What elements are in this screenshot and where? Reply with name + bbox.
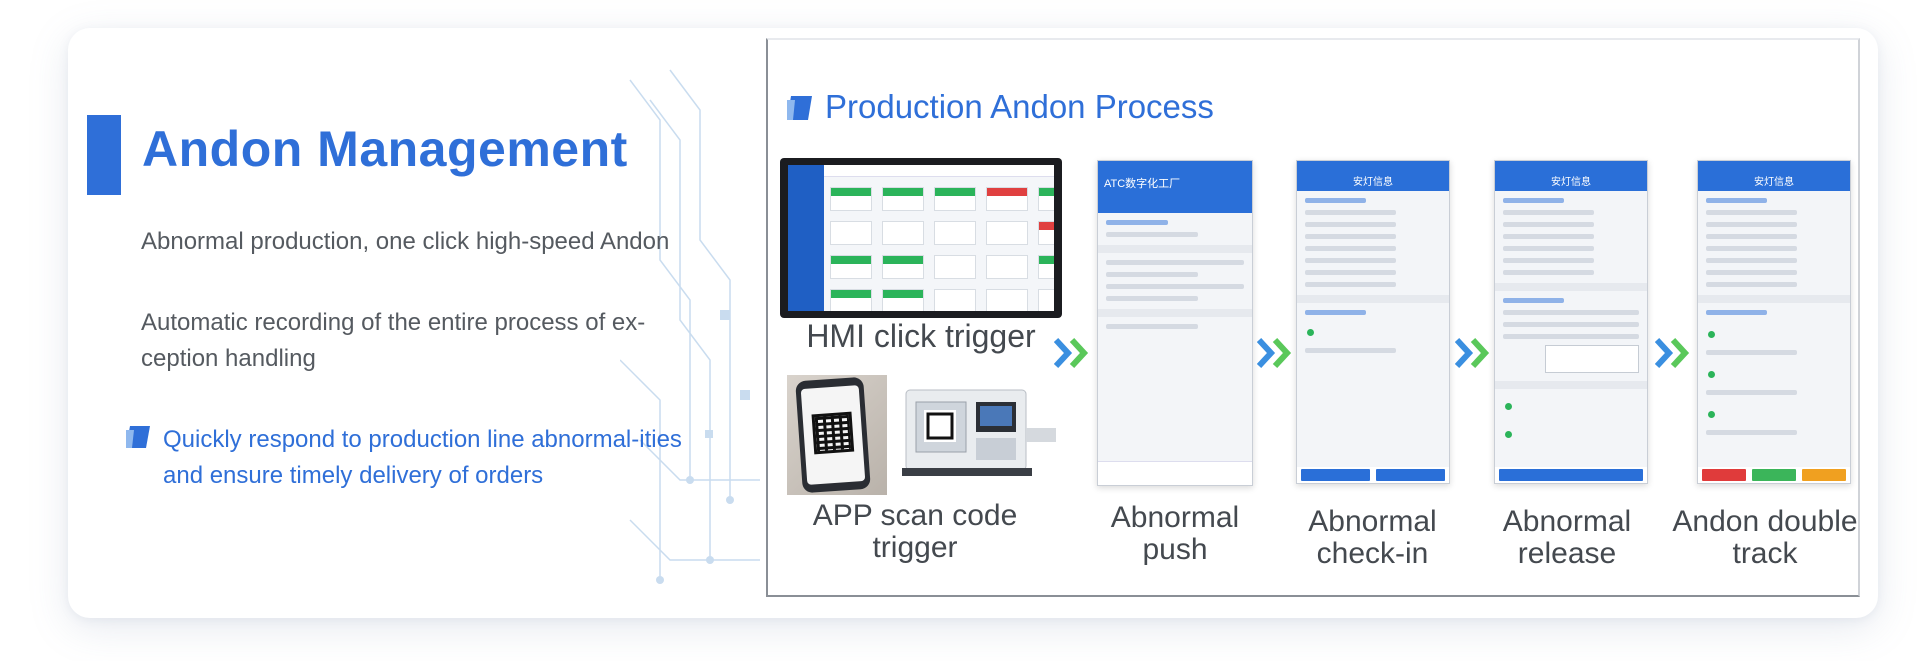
hmi-monitor-image bbox=[780, 158, 1062, 318]
step-label-andon-double-track: Andon double track bbox=[1672, 505, 1858, 570]
description-1: Abnormal production, one click high-spee… bbox=[141, 228, 670, 255]
phone-screenshot-checkin: 安灯信息 bbox=[1296, 160, 1450, 484]
step-label-push: Abnormal push bbox=[1110, 501, 1240, 566]
phone-title: ATC数字化工厂 bbox=[1104, 178, 1181, 190]
phone-screenshot-release: 安灯信息 bbox=[1494, 160, 1648, 484]
page-title: Andon Management bbox=[142, 121, 628, 177]
description-2: Automatic recording of the entire proces… bbox=[141, 309, 646, 372]
phone-title: 安灯信息 bbox=[1551, 177, 1591, 188]
step-label-app-scan: APP scan code trigger bbox=[812, 499, 1018, 564]
arrow-icon-4 bbox=[1655, 337, 1690, 369]
step-label-checkin: Abnormal check-in bbox=[1308, 505, 1437, 570]
highlight-bullet-icon bbox=[126, 426, 150, 448]
phone-title: 安灯信息 bbox=[1754, 177, 1794, 188]
phone-screenshot-push: ATC数字化工厂 bbox=[1097, 160, 1253, 486]
arrow-icon-1 bbox=[1054, 337, 1089, 369]
cnc-machine-image bbox=[902, 389, 1056, 476]
process-title: Production Andon Process bbox=[825, 88, 1214, 125]
phone-screenshot-double-track: 安灯信息 bbox=[1697, 160, 1851, 484]
step-label-hmi: HMI click trigger bbox=[806, 318, 1036, 354]
arrow-icon-3 bbox=[1455, 337, 1490, 369]
process-title-icon bbox=[787, 96, 812, 120]
phone-title: 安灯信息 bbox=[1353, 177, 1393, 188]
highlight-text: Quickly respond to production line abnor… bbox=[163, 426, 682, 489]
arrow-icon-2 bbox=[1257, 337, 1292, 369]
app-scan-photo bbox=[787, 375, 887, 495]
circuit-decoration bbox=[620, 69, 760, 584]
title-accent-bar bbox=[87, 115, 121, 195]
step-label-release: Abnormal release bbox=[1502, 505, 1632, 570]
qr-code-icon bbox=[811, 411, 855, 455]
